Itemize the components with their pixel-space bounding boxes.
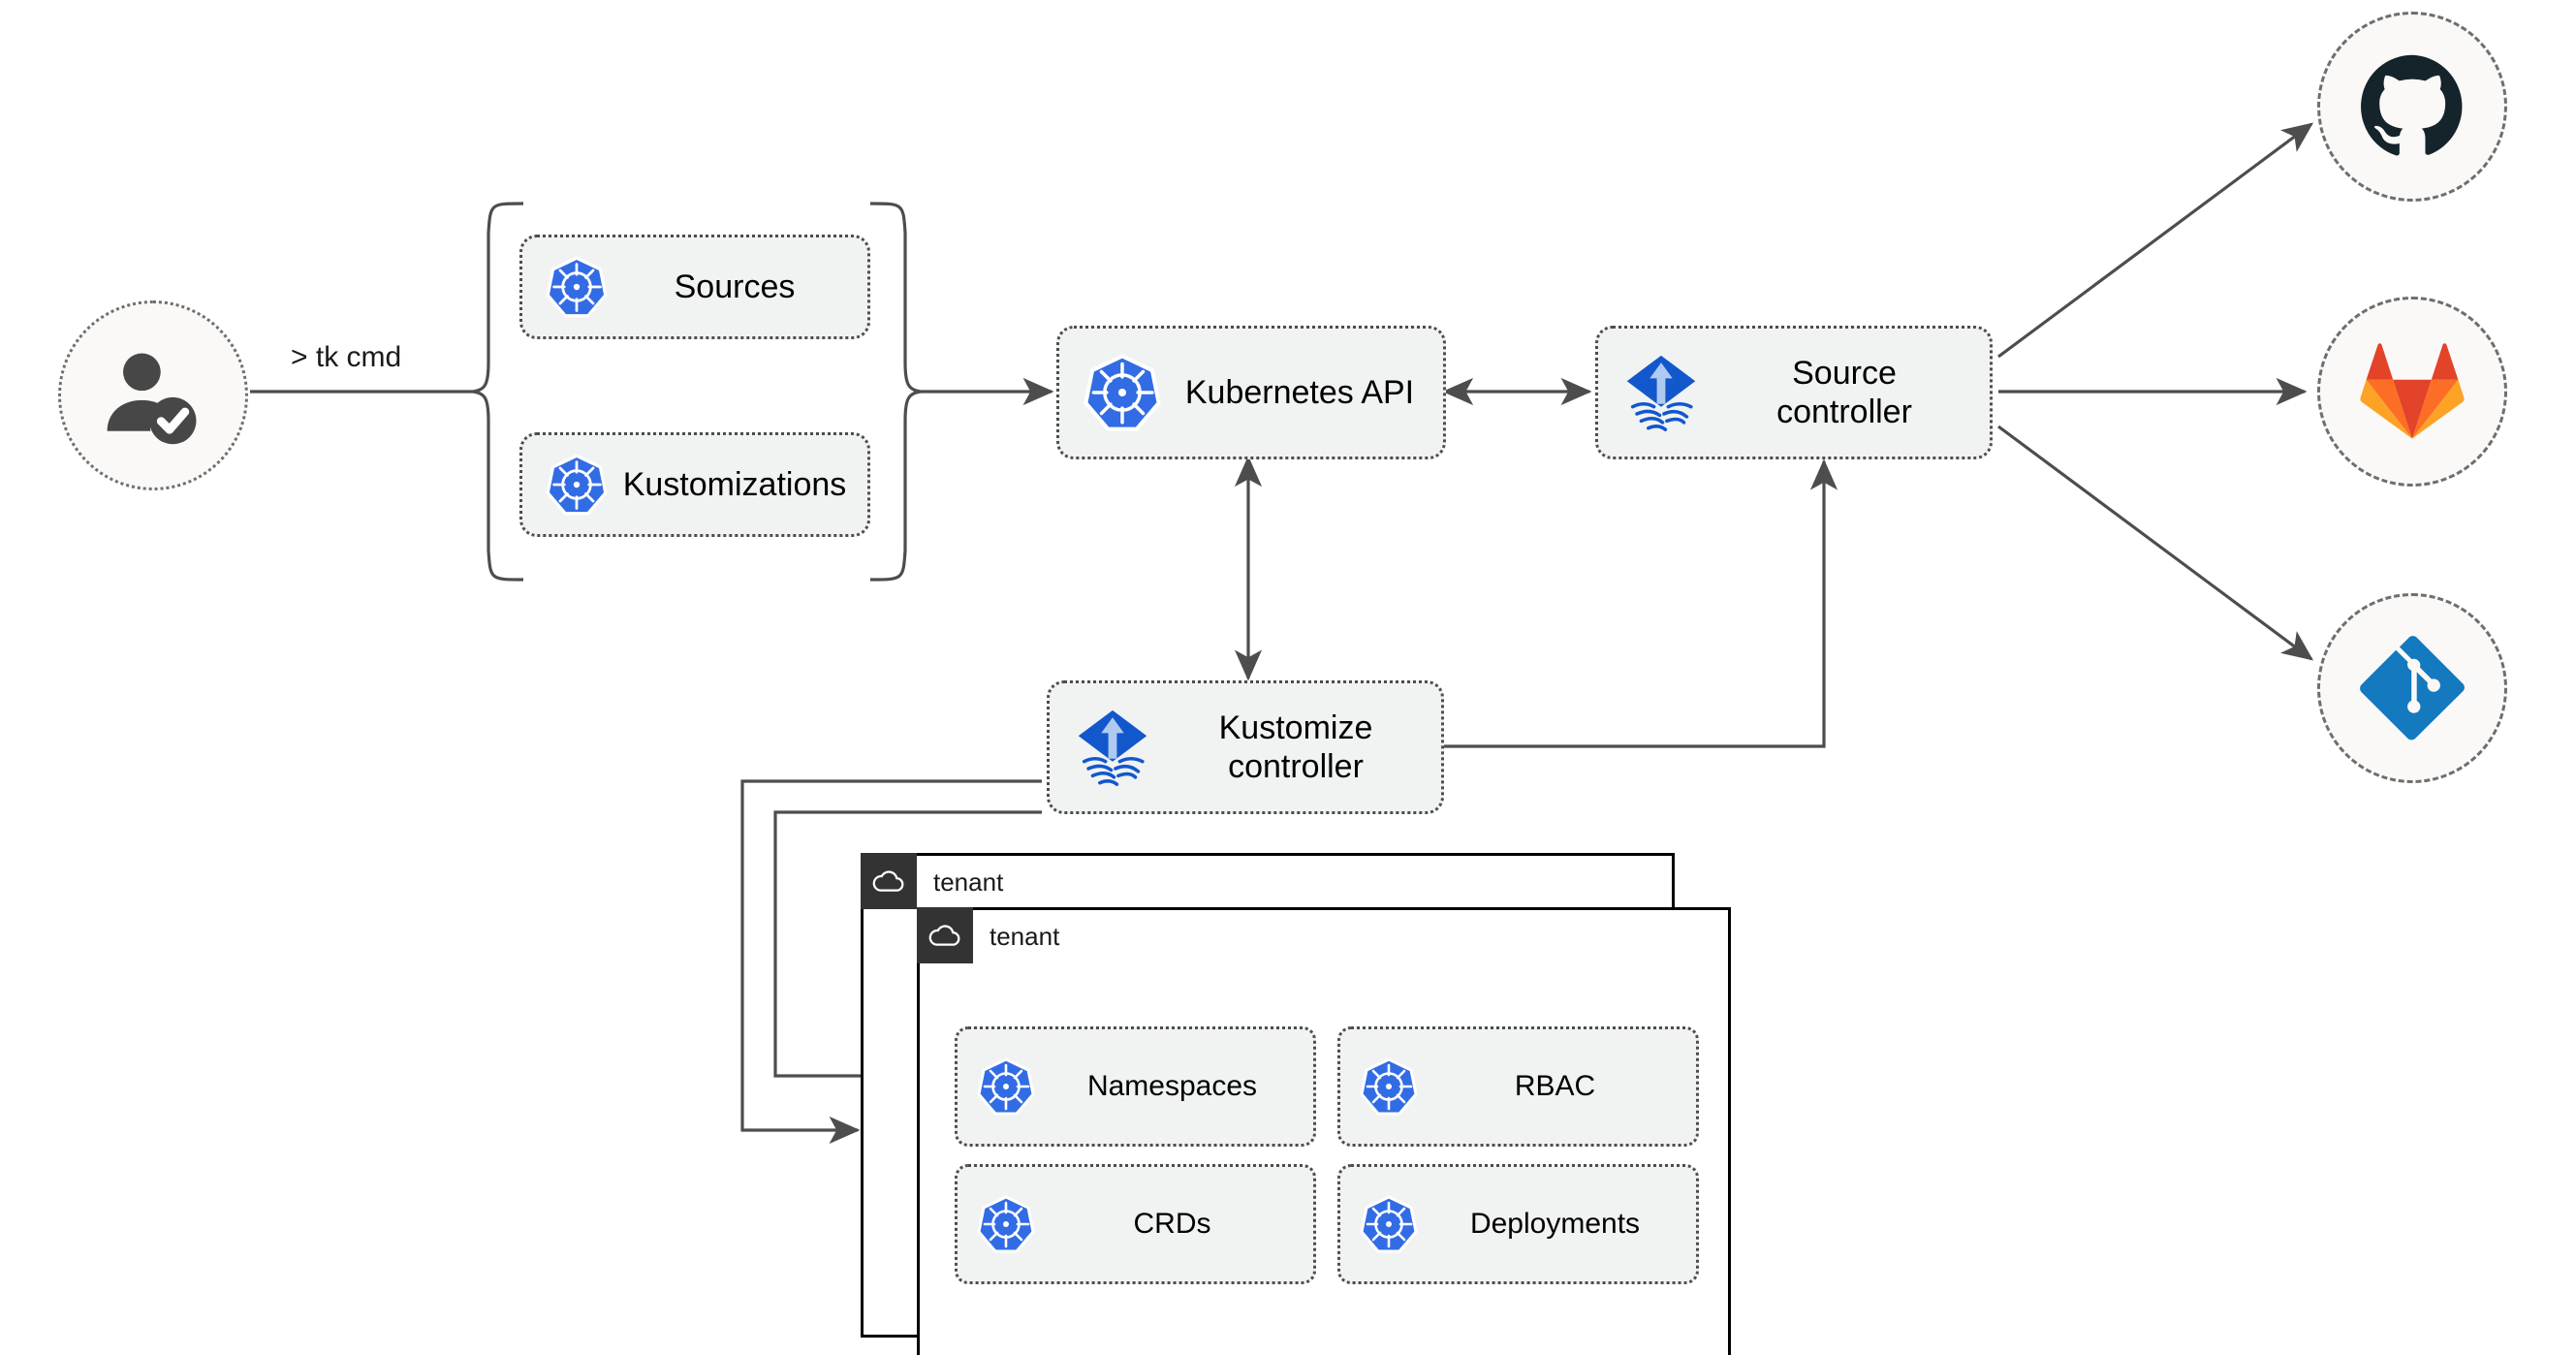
node-label: Kubernetes API bbox=[1184, 373, 1415, 411]
kubernetes-icon bbox=[522, 254, 610, 320]
node-label: Kustomize controller bbox=[1218, 709, 1373, 785]
kubernetes-icon bbox=[1340, 1056, 1420, 1118]
tile-crds[interactable]: CRDs bbox=[955, 1164, 1316, 1284]
node-source-controller[interactable]: Source controller bbox=[1595, 326, 1993, 459]
node-sources[interactable]: Sources bbox=[519, 235, 870, 339]
cloud-icon bbox=[917, 907, 973, 963]
kubernetes-icon bbox=[522, 452, 610, 518]
node-label: Source controller bbox=[1776, 354, 1912, 430]
node-kustomize-controller[interactable]: Kustomize controller bbox=[1047, 680, 1444, 814]
tile-rbac[interactable]: RBAC bbox=[1337, 1026, 1699, 1147]
cloud-icon bbox=[861, 853, 917, 909]
command-label: > tk cmd bbox=[291, 341, 402, 373]
tenant-panel-inner[interactable]: tenant Namespaces bbox=[917, 907, 1731, 1355]
tenant-name: tenant bbox=[990, 922, 1060, 951]
gitlab-icon bbox=[2360, 343, 2465, 439]
kubernetes-icon bbox=[958, 1193, 1037, 1255]
user-check-icon bbox=[107, 353, 197, 445]
tile-label: RBAC bbox=[1514, 1070, 1596, 1102]
github-icon bbox=[2361, 54, 2463, 156]
tile-deployments[interactable]: Deployments bbox=[1337, 1164, 1699, 1284]
provider-gitlab[interactable] bbox=[2317, 297, 2507, 487]
kubernetes-icon bbox=[1059, 351, 1164, 434]
provider-git[interactable] bbox=[2317, 593, 2507, 783]
flux-icon bbox=[1050, 702, 1158, 793]
tenant-name: tenant bbox=[933, 867, 1004, 897]
tile-label: CRDs bbox=[1133, 1208, 1211, 1240]
tile-namespaces[interactable]: Namespaces bbox=[955, 1026, 1316, 1147]
node-kustomizations[interactable]: Kustomizations bbox=[519, 432, 870, 537]
node-kubernetes-api[interactable]: Kubernetes API bbox=[1056, 326, 1446, 459]
tile-label: Namespaces bbox=[1086, 1070, 1258, 1102]
flux-icon bbox=[1598, 347, 1707, 438]
tile-label: Deployments bbox=[1469, 1208, 1641, 1240]
node-label: Sources bbox=[674, 268, 796, 305]
provider-github[interactable] bbox=[2317, 12, 2507, 202]
kubernetes-icon bbox=[958, 1056, 1037, 1118]
actor-user[interactable] bbox=[58, 300, 248, 490]
kubernetes-icon bbox=[1340, 1193, 1420, 1255]
git-icon bbox=[2360, 636, 2465, 741]
node-label: Kustomizations bbox=[622, 465, 847, 503]
tenant-resource-grid: Namespaces RBAC bbox=[955, 1026, 1699, 1284]
